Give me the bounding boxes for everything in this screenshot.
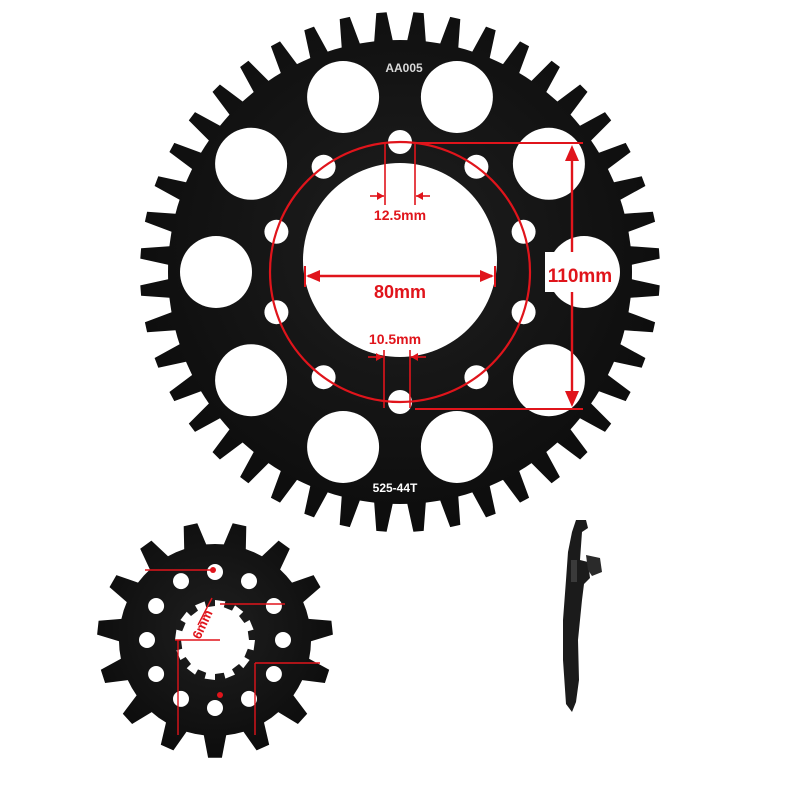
front-bolt-hole — [275, 632, 291, 648]
center-bore-dimension: 80mm — [374, 282, 426, 302]
rear-lightening-hole — [420, 61, 493, 133]
front-bolt-hole — [241, 690, 257, 707]
rear-dimension-annotations — [268, 140, 583, 410]
front-bolt-hole — [207, 700, 223, 716]
front-bolt-hole — [139, 632, 155, 648]
front-bolt-hole — [241, 573, 257, 590]
rear-lightening-hole — [180, 236, 252, 308]
rear-lightening-hole — [512, 127, 585, 200]
bolt-hole-dimension: 12.5mm — [374, 207, 426, 223]
front-bolt-hole — [148, 666, 165, 682]
front-bolt-hole — [265, 598, 282, 614]
rear-lightening-hole — [512, 344, 585, 417]
label-bg — [545, 252, 613, 292]
front-bolt-hole — [148, 598, 165, 614]
rear-center-bore — [303, 163, 497, 357]
sprocket-side-profile — [563, 520, 602, 712]
bolt-circle-dimension: 110mm — [548, 266, 612, 287]
front-bolt-hole — [173, 573, 189, 590]
small-hole-dimension: 10.5mm — [369, 331, 421, 347]
front-dimension-annotations — [145, 569, 320, 735]
front-dimension-dot — [217, 692, 223, 698]
model-label: 525-44T — [373, 481, 418, 495]
rear-lightening-hole — [420, 411, 493, 483]
part-code-label: AA005 — [385, 61, 423, 75]
rear-lightening-hole — [307, 61, 380, 133]
rear-lightening-hole — [215, 127, 288, 200]
front-bolt-hole — [265, 666, 282, 682]
bolt-circle-line — [268, 140, 532, 404]
rear-lightening-hole — [215, 344, 288, 417]
rear-lightening-hole — [307, 411, 380, 483]
rear-lightening-holes — [180, 61, 620, 483]
front-dimension-dot — [210, 567, 216, 573]
front-bolt-hole — [173, 690, 189, 707]
